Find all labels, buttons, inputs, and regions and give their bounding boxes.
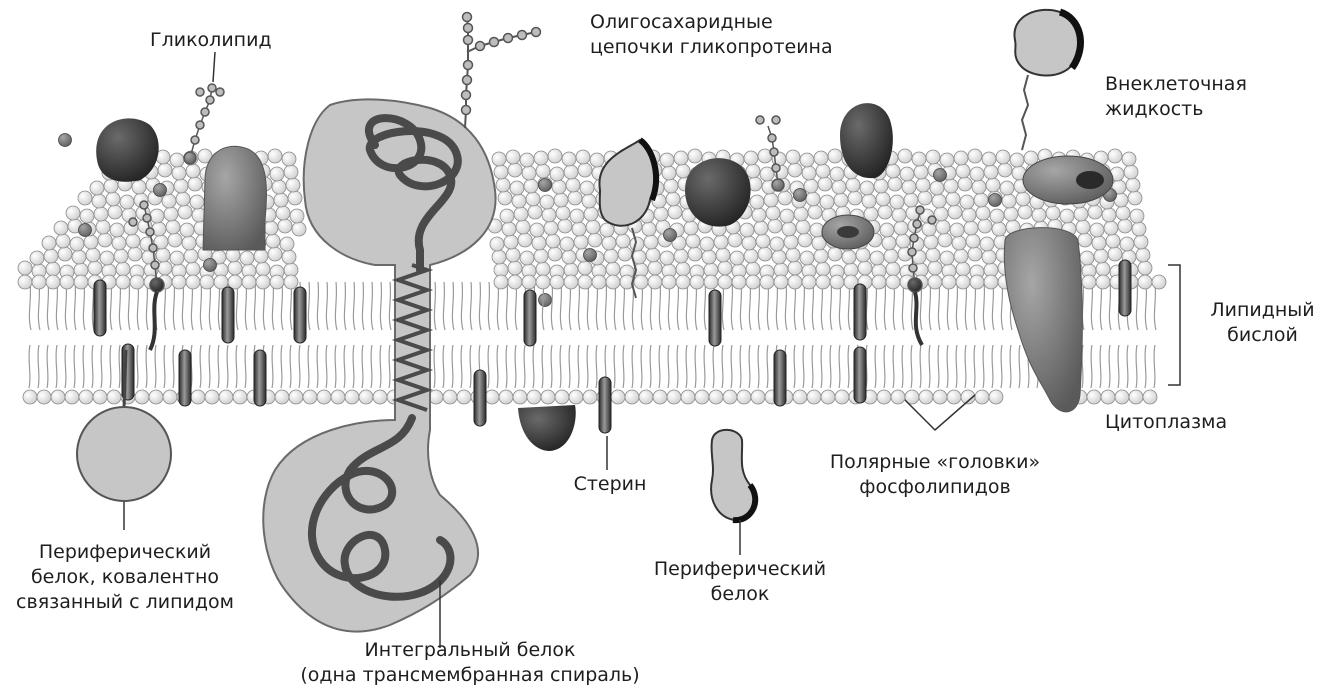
peripheral-protein-extracellular: [1014, 10, 1080, 150]
polar-heads-label: Полярные «головки» фосфолипидов: [825, 450, 1045, 500]
channel-protein-1: [822, 215, 874, 249]
sterol-label: Стерин: [570, 472, 650, 497]
oligosaccharide-chains-label: Олигосахаридные цепочки гликопротеина: [590, 10, 833, 60]
integral-protein: [263, 99, 495, 631]
transmembrane-protein-right: [1004, 228, 1082, 412]
oligosaccharide-chain: [462, 13, 541, 129]
surface-protein-2: [203, 146, 266, 250]
integral-protein-label: Интегральный белок (одна трансмембранная…: [280, 638, 660, 688]
cytoplasm-label: Цитоплазма: [1105, 410, 1227, 435]
glycolipid-label: Гликолипид: [150, 28, 272, 53]
lipid-bilayer-label: Липидный бислой: [1205, 298, 1320, 348]
cytoplasmic-protein: [518, 405, 576, 451]
surface-protein-1: [96, 118, 159, 181]
lipid-anchored-protein-label: Периферический белок, ковалентно связанн…: [0, 540, 250, 615]
lipid-anchored-peripheral-protein: [77, 350, 171, 501]
peripheral-protein-label: Периферический белок: [650, 557, 830, 607]
channel-protein-2: [1023, 156, 1113, 204]
surface-protein-3: [685, 158, 751, 226]
extracellular-fluid-label: Внеклеточная жидкость: [1105, 72, 1247, 122]
fatty-acid-tails: [29, 282, 1156, 388]
peripheral-protein-bottom: [711, 430, 755, 520]
